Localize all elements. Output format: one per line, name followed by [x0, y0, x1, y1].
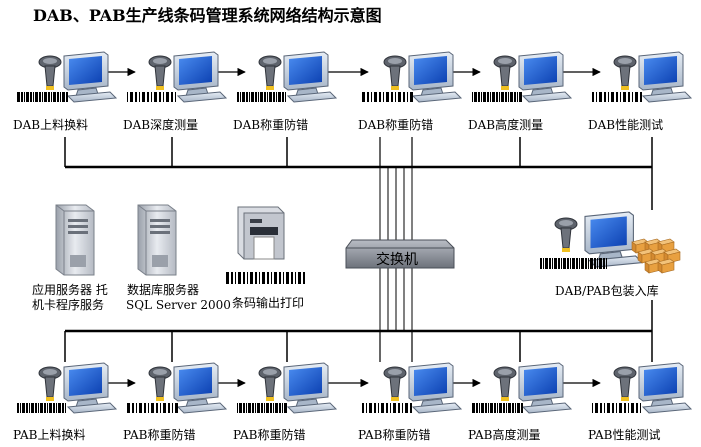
pab-station-label: PAB高度测量 — [468, 428, 541, 442]
switch-label: 交换机 — [376, 252, 418, 268]
barcode-scanner-icon — [493, 366, 517, 401]
barcode-scanner-icon — [38, 366, 62, 401]
barcode-scanner-icon — [148, 55, 172, 90]
computer-monitor-icon — [518, 362, 573, 414]
db-server-icon — [137, 204, 177, 276]
workstation-icon — [362, 362, 463, 414]
computer-monitor-icon — [518, 51, 573, 103]
barcode-icon — [362, 403, 412, 413]
workstation-icon — [472, 362, 573, 414]
barcode-icon — [127, 403, 178, 413]
barcode-scanner-icon — [383, 55, 407, 90]
barcode-icon — [127, 92, 176, 102]
network-switch-icon — [345, 239, 455, 269]
workstation-icon — [127, 51, 228, 103]
barcode-icon — [592, 92, 642, 102]
dab-station-label: DAB深度测量 — [123, 118, 199, 132]
dab-station-label: DAB称重防错 — [233, 118, 309, 132]
cargo-boxes-icon — [631, 238, 681, 274]
warehouse-label: DAB/PAB包装入库 — [555, 284, 659, 298]
dab-station-label: DAB称重防错 — [358, 118, 434, 132]
computer-monitor-icon — [408, 362, 463, 414]
barcode-icon — [237, 403, 287, 413]
barcode-scanner-icon — [493, 55, 517, 90]
workstation-icon — [362, 51, 463, 103]
barcode-icon — [592, 403, 641, 413]
computer-monitor-icon — [283, 362, 338, 414]
workstation-icon — [472, 51, 573, 103]
barcode-scanner-icon — [258, 366, 282, 401]
printed-barcode — [226, 272, 305, 284]
computer-monitor-icon — [638, 362, 693, 414]
workstation-icon — [237, 51, 338, 103]
barcode-scanner-icon — [383, 366, 407, 401]
barcode-icon — [472, 403, 523, 413]
app-server-label-line2: 机卡程序服务 — [32, 298, 105, 312]
barcode-printer-icon — [237, 206, 285, 260]
barcode-icon — [540, 258, 607, 269]
app-server-label-line1: 应用服务器 托 — [32, 283, 108, 297]
workstation-icon — [592, 362, 693, 414]
flow-arrows — [105, 67, 601, 388]
barcode-scanner-icon — [613, 55, 637, 90]
diagram-title: DAB、PAB生产线条码管理系统网络结构示意图 — [33, 6, 382, 25]
barcode-icon — [362, 92, 413, 102]
barcode-icon — [472, 92, 522, 102]
barcode-icon — [17, 92, 68, 102]
warehouse-station-icon — [540, 211, 681, 274]
workstation-icon — [127, 362, 228, 414]
barcode-scanner-icon — [38, 55, 62, 90]
workstation-icon — [592, 51, 693, 103]
printer-label: 条码输出打印 — [232, 296, 305, 310]
barcode-icon — [237, 92, 286, 102]
workstation-icon — [17, 362, 118, 414]
pab-station-label: PAB称重防错 — [123, 428, 196, 442]
dab-station-label: DAB上料换料 — [13, 118, 89, 132]
computer-monitor-icon — [638, 51, 693, 103]
barcode-scanner-icon — [613, 366, 637, 401]
db-server-label-line1: 数据库服务器 — [127, 283, 200, 297]
computer-monitor-icon — [173, 362, 228, 414]
barcode-icon — [226, 272, 305, 284]
workstation-icon — [17, 51, 118, 103]
computer-monitor-icon — [63, 51, 118, 103]
dab-station-label: DAB高度测量 — [468, 118, 544, 132]
barcode-icon — [17, 403, 66, 413]
workstation-icon — [237, 362, 338, 414]
pab-station-label: PAB上料换料 — [13, 428, 86, 442]
barcode-scanner-icon — [554, 217, 578, 252]
computer-monitor-icon — [283, 51, 338, 103]
computer-monitor-icon — [63, 362, 118, 414]
db-server-label-line2: SQL Server 2000 — [126, 298, 231, 312]
barcode-scanner-icon — [258, 55, 282, 90]
app-server-icon — [55, 204, 95, 276]
computer-monitor-icon — [584, 211, 644, 268]
pab-station-label: PAB性能测试 — [588, 428, 661, 442]
computer-monitor-icon — [173, 51, 228, 103]
computer-monitor-icon — [408, 51, 463, 103]
pab-station-label: PAB称重防错 — [358, 428, 431, 442]
barcode-scanner-icon — [148, 366, 172, 401]
dab-station-label: DAB性能测试 — [588, 118, 664, 132]
pab-station-label: PAB称重防错 — [233, 428, 306, 442]
